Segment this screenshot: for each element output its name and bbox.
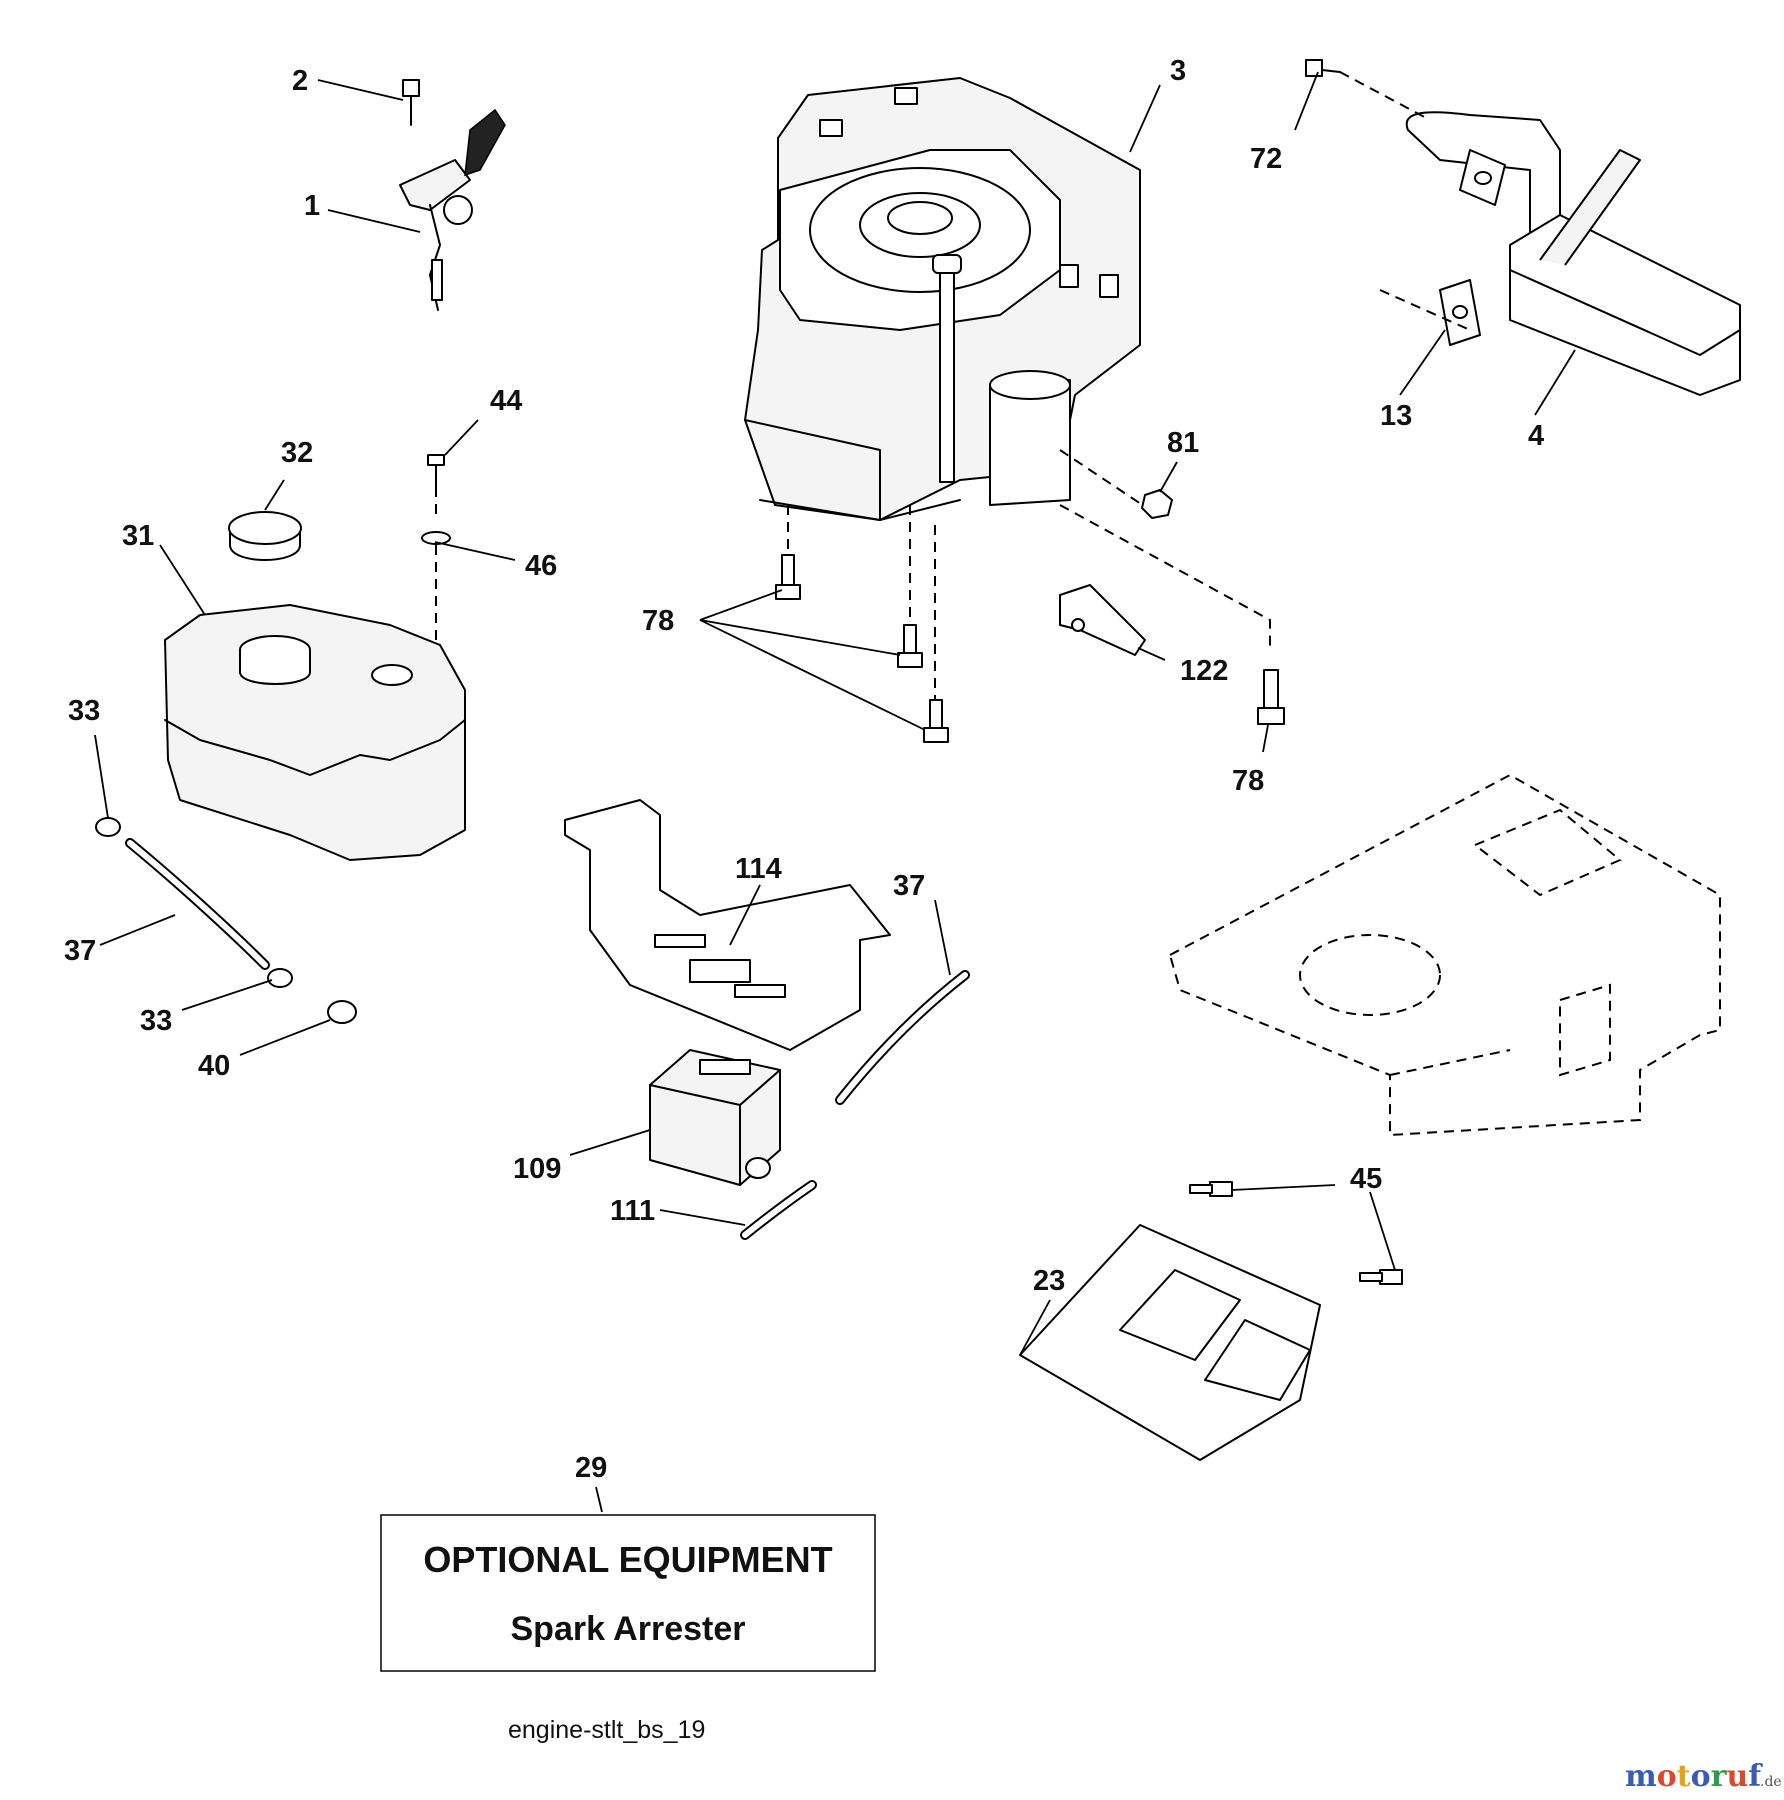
optional-equipment-box: OPTIONAL EQUIPMENT Spark Arrester (380, 1514, 876, 1672)
callout-4: 4 (1528, 420, 1544, 452)
optional-equipment-subtitle: Spark Arrester (511, 1610, 746, 1648)
assembly-guide (1339, 71, 1431, 121)
assembly-guide (1059, 504, 1271, 650)
callout-33: 33 (68, 695, 100, 727)
callout-40: 40 (198, 1050, 230, 1082)
callout-46: 46 (525, 550, 557, 582)
fuel-tank-part (164, 604, 466, 861)
svg-text:.de: .de (1760, 1774, 1782, 1790)
callout-111: 111 (610, 1195, 655, 1227)
fuel-tank-bolt-part (421, 454, 451, 545)
battery-part (649, 1049, 781, 1186)
callout-3: 3 (1170, 55, 1186, 87)
callout-13: 13 (1380, 400, 1412, 432)
leader-lines (94, 71, 1576, 1513)
callout-78: 78 (642, 605, 674, 637)
watermark-logo: motoruf .de (1625, 1759, 1782, 1794)
callout-37: 37 (64, 935, 96, 967)
callout-labels: 2 1 3 72 13 4 81 44 32 31 46 78 78 122 3… (64, 55, 1544, 1484)
callout-109: 109 (513, 1153, 561, 1185)
callout-72: 72 (1250, 143, 1282, 175)
svg-text:motoruf: motoruf (1625, 1759, 1763, 1794)
nut-part (1141, 489, 1173, 519)
callout-78: 78 (1232, 765, 1264, 797)
callout-37: 37 (893, 870, 925, 902)
diagram-caption: engine-stlt_bs_19 (508, 1716, 705, 1744)
callout-44: 44 (490, 385, 522, 417)
fuel-cap-part (228, 511, 302, 561)
fuel-line-parts (95, 817, 970, 1105)
callout-81: 81 (1167, 427, 1199, 459)
optional-equipment-title: OPTIONAL EQUIPMENT (423, 1539, 832, 1580)
assembly-guide (1059, 449, 1151, 511)
callout-32: 32 (281, 437, 313, 469)
engine-part (744, 77, 1141, 521)
frame-outline (1168, 773, 1721, 1137)
callout-31: 31 (122, 520, 154, 552)
battery-tray-part (564, 799, 891, 1051)
callout-114: 114 (735, 853, 782, 885)
callout-45: 45 (1350, 1163, 1382, 1195)
callout-1: 1 (304, 190, 320, 222)
callout-29: 29 (575, 1452, 607, 1484)
callout-2: 2 (292, 65, 308, 97)
callout-122: 122 (1180, 655, 1228, 687)
skid-plate-part (1019, 1181, 1403, 1461)
bolt-parts (775, 554, 1285, 743)
deflector-part (1059, 584, 1146, 656)
callout-23: 23 (1033, 1265, 1065, 1297)
callout-33: 33 (140, 1005, 172, 1037)
throttle-control-part (399, 79, 506, 311)
muffler-part (1305, 59, 1741, 396)
